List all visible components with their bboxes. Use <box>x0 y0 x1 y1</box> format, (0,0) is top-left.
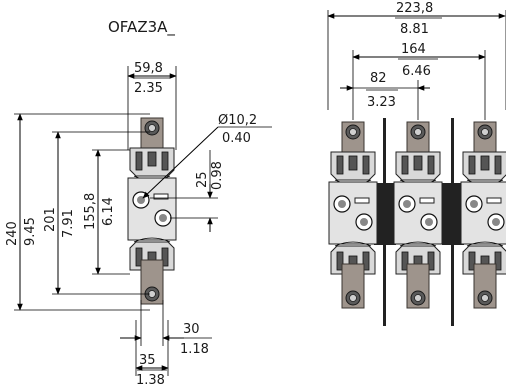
fuse-base-pole-1 <box>328 121 378 309</box>
dim-223-8: 223,8 8.81 <box>327 1 506 110</box>
dim-hole: Ø10,2 0.40 <box>142 113 272 199</box>
dim-155-8: 155,8 6.14 <box>83 149 130 275</box>
dim-164: 164 6.46 <box>352 42 486 120</box>
dim-240-mm: 240 <box>5 221 20 246</box>
dim-240-in: 9.45 <box>23 217 38 246</box>
dim-25: 25 0.98 <box>150 150 225 232</box>
dim-30-in: 1.18 <box>180 342 209 357</box>
dim-35-in: 1.38 <box>136 373 165 388</box>
product-title: OFAZ3A_ <box>108 18 175 37</box>
dim-hole-in: 0.40 <box>222 131 251 146</box>
dim-164-mm: 164 <box>401 42 426 57</box>
dim-155-8-mm: 155,8 <box>83 193 98 230</box>
interphase-block <box>374 183 396 245</box>
dim-30: 30 1.18 <box>120 300 212 357</box>
dim-240: 240 9.45 <box>5 113 150 311</box>
interphase-block <box>442 183 464 245</box>
dim-82-mm: 82 <box>370 71 387 86</box>
dim-59-8-mm: 59,8 <box>134 61 163 76</box>
dim-30-mm: 30 <box>183 322 200 337</box>
dim-82: 82 3.23 <box>340 71 430 120</box>
dim-201-in: 7.91 <box>61 209 76 238</box>
fuse-base-pole-3 <box>460 121 506 309</box>
dim-hole-mm: Ø10,2 <box>218 113 257 128</box>
dim-223-8-in: 8.81 <box>400 22 429 37</box>
dim-223-8-mm: 223,8 <box>396 1 433 16</box>
dim-35-mm: 35 <box>139 353 156 368</box>
single-fuse-base <box>127 117 177 305</box>
three-pole-assembly <box>328 118 506 326</box>
dim-201: 201 7.91 <box>43 131 150 295</box>
dim-25-mm: 25 <box>195 171 210 188</box>
dim-201-mm: 201 <box>43 207 58 232</box>
fuse-base-pole-2 <box>393 121 443 309</box>
dim-155-8-in: 6.14 <box>101 197 116 226</box>
dim-35: 35 1.38 <box>135 320 169 388</box>
dim-82-in: 3.23 <box>367 95 396 110</box>
dim-59-8: 59,8 2.35 <box>127 61 177 150</box>
dim-25-in: 0.98 <box>210 161 225 190</box>
dim-59-8-in: 2.35 <box>134 81 163 96</box>
dim-164-in: 6.46 <box>402 64 431 79</box>
